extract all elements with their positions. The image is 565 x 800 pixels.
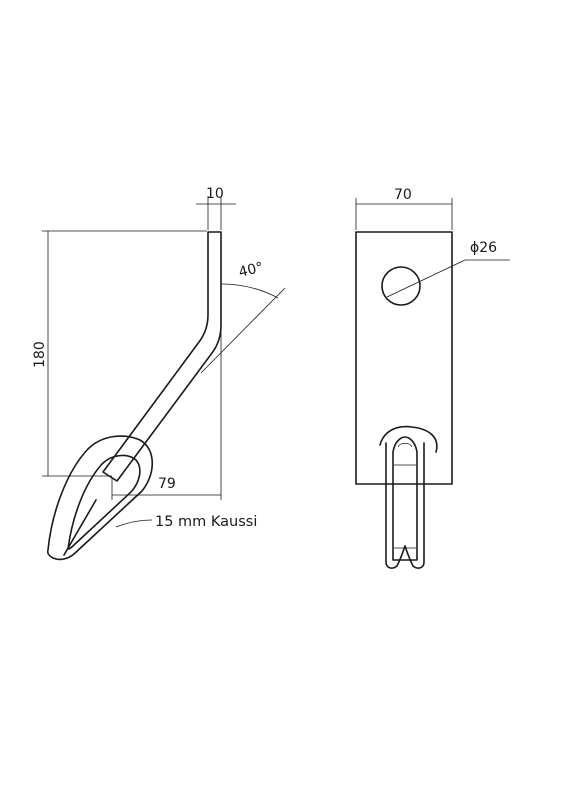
dim-width-label: 70 [394, 187, 412, 203]
dim-hole-label: ϕ26 [470, 240, 497, 256]
front-thimble [379, 425, 438, 569]
side-view: 10 180 40° 79 15 mm Kaussi [32, 186, 286, 561]
dim-angle: 40° [200, 259, 286, 500]
front-view: 70 ϕ26 [355, 187, 510, 569]
dim-angle-label: 40° [237, 259, 265, 281]
dim-width: 70 [355, 187, 453, 230]
bracket-plate-outline [102, 231, 222, 482]
front-plate-outline [355, 231, 453, 485]
dim-height-label: 180 [32, 341, 48, 368]
dim-offset-label: 79 [158, 476, 176, 492]
mounting-hole [381, 266, 421, 306]
dim-offset: 79 [111, 476, 221, 500]
thimble-leader: 15 mm Kaussi [115, 514, 257, 530]
thimble-outer [46, 435, 153, 561]
thimble-label: 15 mm Kaussi [155, 514, 257, 530]
thimble-inner [67, 454, 141, 550]
dim-height: 180 [32, 230, 207, 477]
thimble-split-line [63, 499, 97, 556]
dim-thickness: 10 [196, 186, 236, 230]
thimble [46, 435, 153, 561]
dim-thickness-label: 10 [206, 186, 224, 202]
